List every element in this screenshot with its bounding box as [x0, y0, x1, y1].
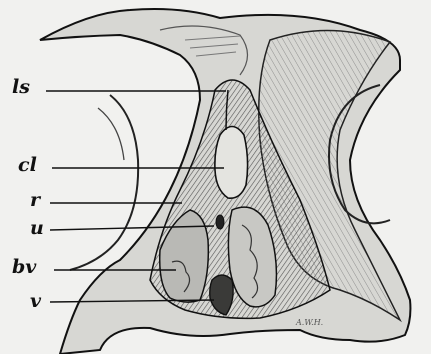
label-v: v — [30, 292, 41, 311]
label-r: r — [30, 191, 40, 210]
label-cl: cl — [18, 156, 37, 175]
left-thigh-curve-inner — [98, 108, 124, 160]
label-u: u — [30, 219, 44, 238]
clitoris-shape — [215, 127, 248, 199]
label-bv: bv — [12, 258, 36, 277]
label-ls: ls — [12, 78, 30, 97]
urethral-opening — [216, 215, 224, 229]
left-thigh-curve — [70, 95, 138, 270]
engraver-signature: A.W.H. — [296, 318, 323, 327]
